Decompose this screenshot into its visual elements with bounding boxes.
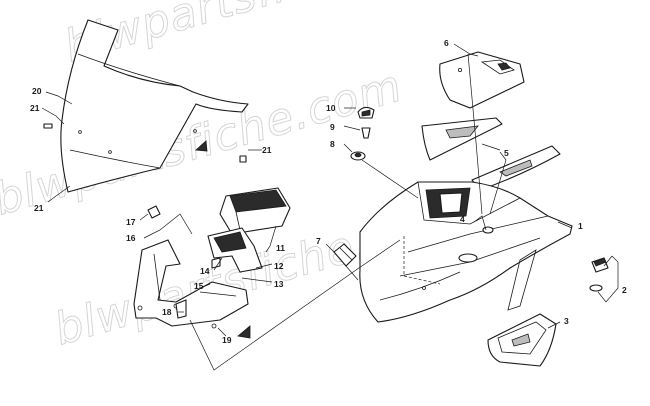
callout-label: 14 xyxy=(200,266,210,276)
visor-cap-part xyxy=(439,51,525,109)
screw-21-icon xyxy=(43,123,247,163)
watermark-top: blwpartsfiche.com xyxy=(59,0,478,73)
decal-window-part xyxy=(421,117,561,191)
callout-label: 3 xyxy=(564,316,569,326)
windshield-part xyxy=(60,19,249,193)
callout-label: 19 xyxy=(222,335,232,345)
hood-main-part xyxy=(359,181,573,323)
callout-label: 2 xyxy=(622,285,627,295)
callout-label: 5 xyxy=(504,148,509,158)
grommet-parts xyxy=(350,106,375,161)
callout-label: 18 xyxy=(162,307,172,317)
callout-label: 9 xyxy=(330,122,335,132)
callout-label: 10 xyxy=(326,103,336,113)
leader-lines xyxy=(41,43,619,371)
arrow-windshield-icon xyxy=(195,140,208,152)
callout-label: 21 xyxy=(262,145,272,155)
gauge-bracket-part xyxy=(207,227,263,273)
switch-part xyxy=(589,257,609,292)
lower-panel-part xyxy=(487,313,557,367)
callout-label: 16 xyxy=(126,233,136,243)
callout-label: 20 xyxy=(32,86,42,96)
callout-label: 13 xyxy=(274,279,284,289)
gauge-cluster-part xyxy=(219,187,291,235)
callout-label: 17 xyxy=(126,217,136,227)
callout-label: 12 xyxy=(274,261,284,271)
callout-label: 4 xyxy=(460,214,465,224)
callout-label: 8 xyxy=(330,139,335,149)
callout-label: 21 xyxy=(30,103,40,113)
callout-label: 7 xyxy=(316,236,321,246)
callout-label: 6 xyxy=(444,38,449,48)
connector-part xyxy=(333,243,357,267)
callout-label: 11 xyxy=(276,243,285,253)
callout-label: 1 xyxy=(578,221,583,231)
arrow-mount-icon xyxy=(237,325,251,339)
mounting-bracket-part xyxy=(133,205,249,329)
callout-labels: 1 2 3 4 5 6 7 8 9 10 11 12 13 14 15 16 1… xyxy=(30,38,627,345)
callout-label: 15 xyxy=(194,281,204,291)
callout-label: 21 xyxy=(34,203,44,213)
